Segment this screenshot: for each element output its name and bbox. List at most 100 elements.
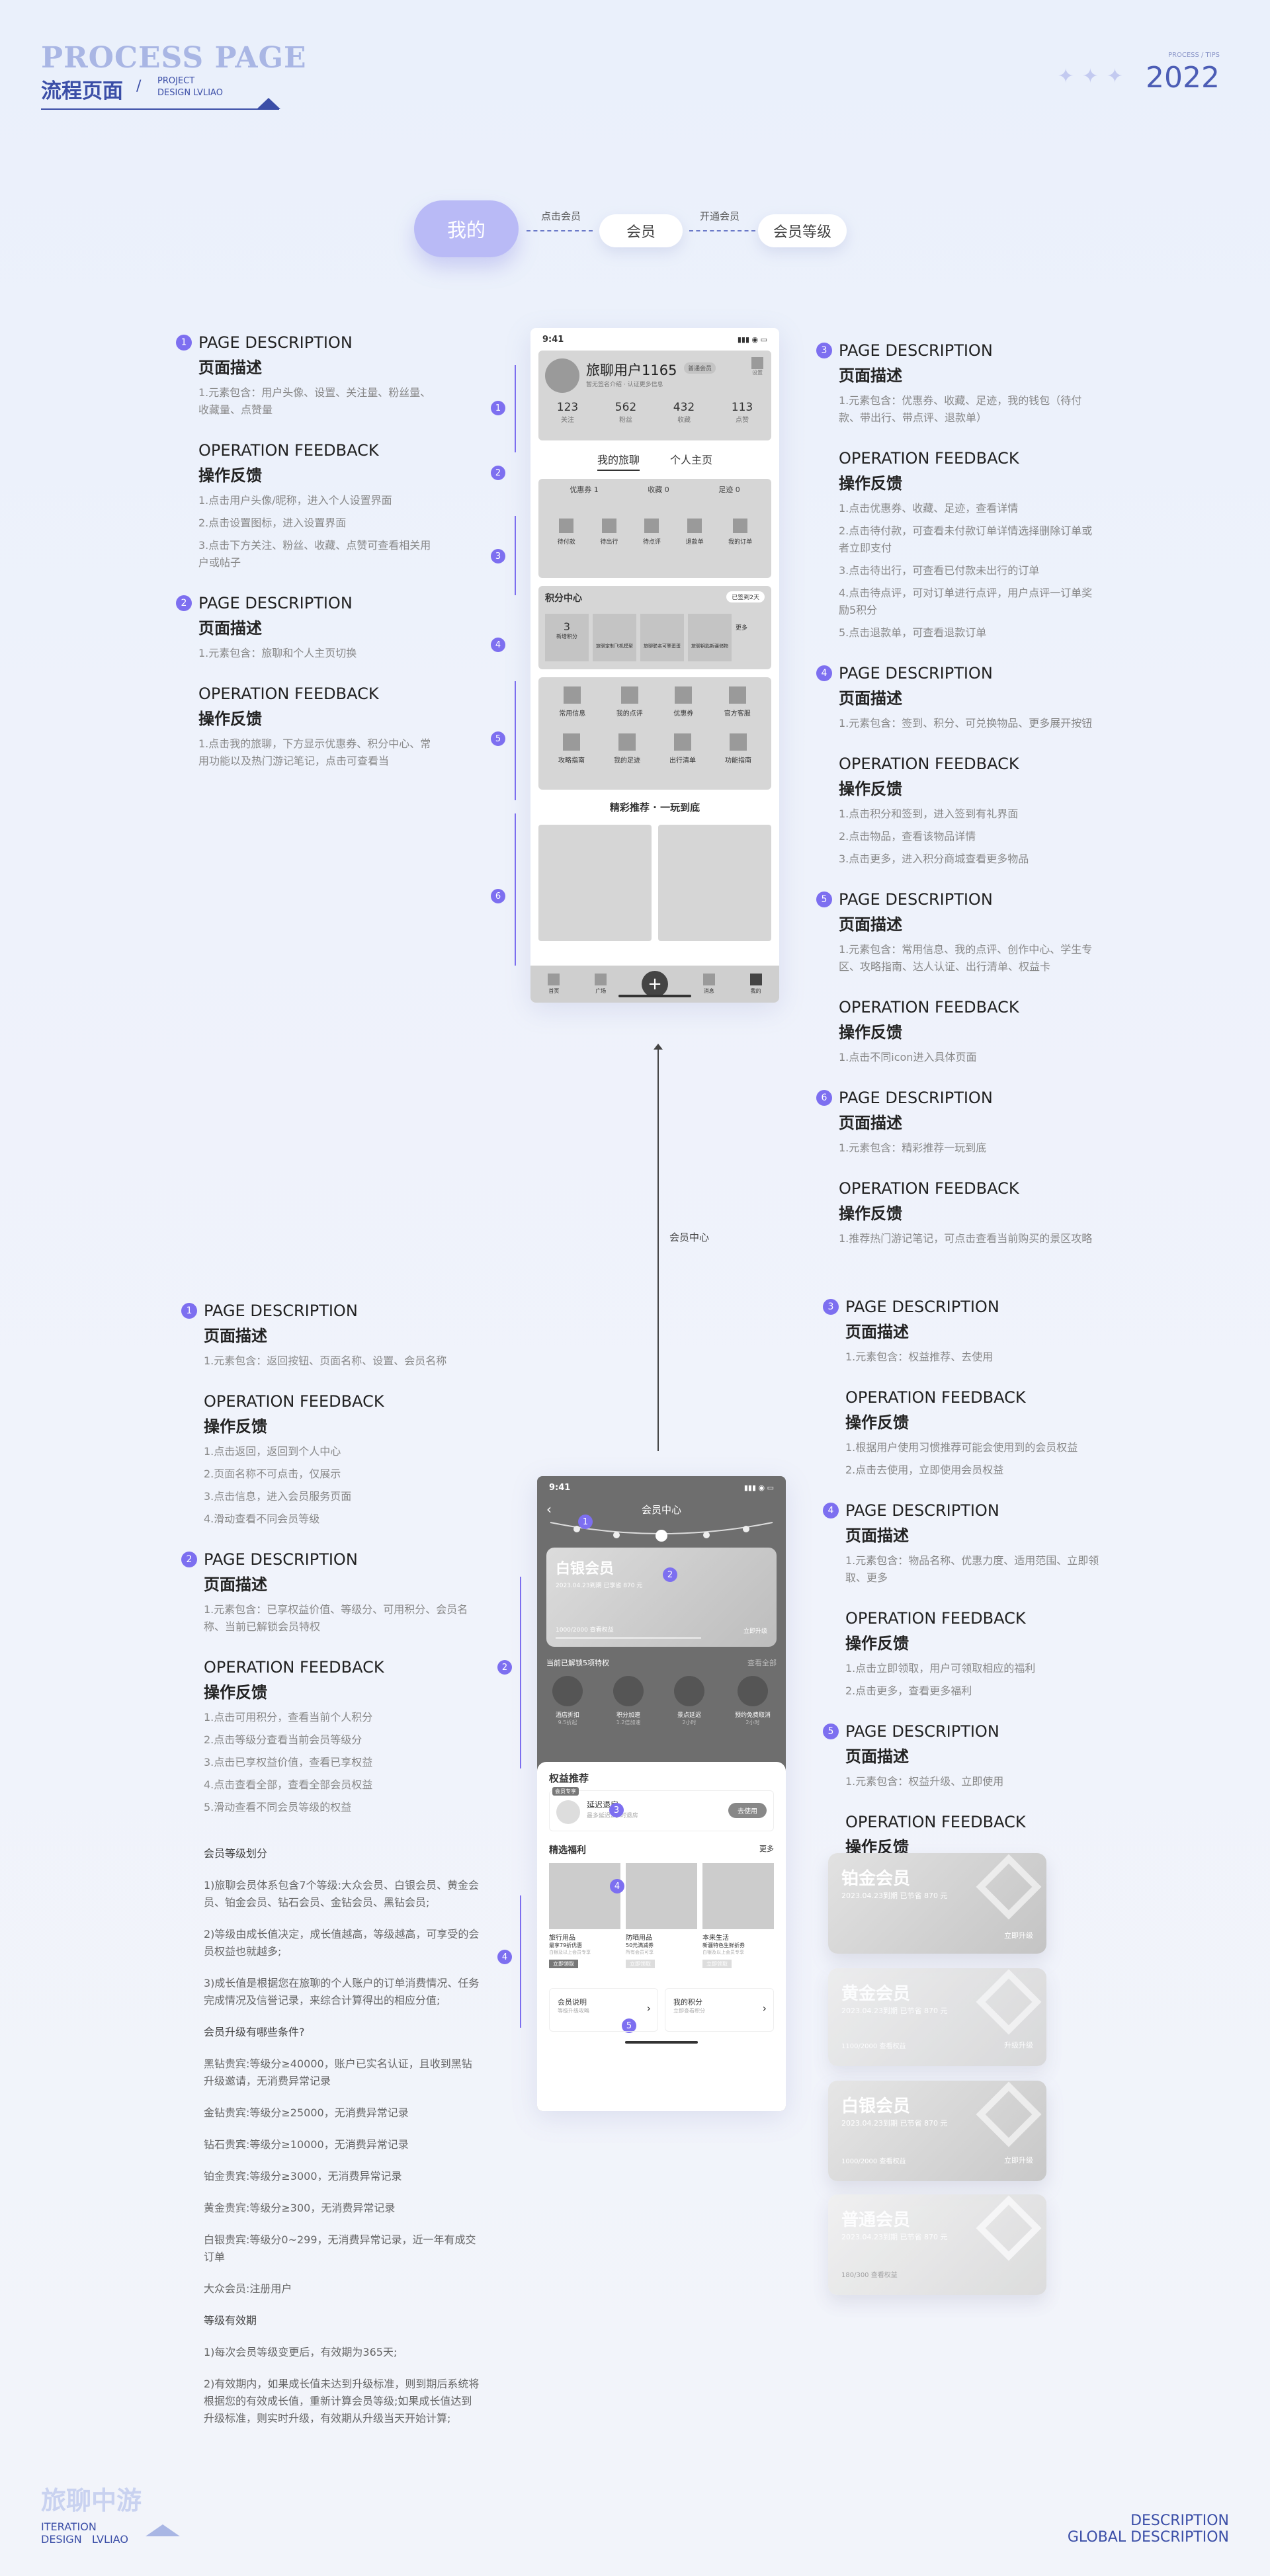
member-guide-entry[interactable]: 会员说明等级升级攻略› [549, 1988, 658, 2032]
recommend-card[interactable] [538, 825, 652, 941]
card-upgrade-button[interactable]: 立即升级 [1004, 1931, 1033, 1940]
welfare-more-link[interactable]: 更多 [759, 1845, 774, 1853]
func-item[interactable]: 优惠券 [673, 686, 693, 718]
username[interactable]: 旅聊用户1165 [586, 362, 677, 378]
card-upgrade-button[interactable]: 立即升级 [1004, 2156, 1033, 2165]
marker-1: 1 [181, 1303, 197, 1319]
phone1-marker-3: 3 [491, 549, 505, 563]
wallet-pending-review[interactable]: 待点评 [643, 519, 661, 546]
marker-3: 3 [816, 343, 832, 358]
desc-heading: PAGE DESCRIPTION [845, 1722, 999, 1741]
coupon-link[interactable]: 优惠券 1 [570, 485, 599, 494]
tabbar-home[interactable]: 首页 [548, 974, 560, 995]
rec-card[interactable]: 会员专享 延迟退房 最多延迟2小时退房 3 去使用 [549, 1787, 774, 1831]
membership-card-normal[interactable]: 普通会员 2023.04.23到期 已节省 870 元 180/300 查看权益 [828, 2194, 1046, 2295]
footprint-link[interactable]: 足迹 0 [718, 485, 740, 494]
func-item[interactable]: 功能指南 [725, 733, 751, 765]
points-more-button[interactable]: 更多 [736, 625, 748, 632]
flow-arrow1-label: 点击会员 [541, 210, 581, 222]
points-item[interactable]: 旅聊定制飞机模型 [593, 614, 636, 661]
func-item[interactable]: 常用信息 [559, 686, 585, 718]
card-subtitle: 2023.04.23到期 已享省 870 元 [556, 1583, 643, 1589]
feedback-heading: OPERATION FEEDBACK [198, 441, 379, 460]
card-title: 黄金会员 [841, 1984, 911, 2004]
feedback-item: 2.页面名称不可点击，仅展示 [204, 1468, 341, 1480]
rec-icon [556, 1800, 580, 1824]
feedback-heading: OPERATION FEEDBACK [839, 755, 1019, 773]
flow-node-member-level[interactable]: 会员等级 [758, 214, 847, 247]
tab-bar: 首页 广场 + 消息 我的 [530, 966, 779, 1003]
wallet-pending-trip[interactable]: 待出行 [600, 519, 618, 546]
func-item[interactable]: 攻略指南 [558, 733, 585, 765]
desc-item: 1.元素包含：常用信息、我的点评、创作中心、学生专区、攻略指南、达人认证、出行清… [839, 943, 1093, 973]
tab-my-lvliao[interactable]: 我的旅聊 [597, 451, 640, 471]
member-tag[interactable]: 普通会员 [684, 362, 716, 374]
checkin-toggle[interactable]: 已签到2天 [726, 591, 765, 602]
claim-button[interactable]: 立即领取 [626, 1960, 655, 1968]
privilege-title: 积分加速 [616, 1712, 640, 1719]
wallet-orders[interactable]: 我的订单 [728, 519, 752, 546]
recommend-card[interactable] [658, 825, 771, 941]
wallet-refund[interactable]: 退款单 [686, 519, 704, 546]
level-slider[interactable]: 1 [537, 1515, 786, 1545]
upgrade-button[interactable]: 立即升级 [743, 1628, 767, 1635]
func-item[interactable]: 出行清单 [669, 733, 696, 765]
tabbar-square[interactable]: 广场 [595, 974, 607, 995]
stat-value: 432 [673, 401, 695, 414]
card-emblem-icon [976, 2195, 1042, 2261]
claim-button[interactable]: 立即领取 [702, 1960, 732, 1968]
wallet-pending-pay[interactable]: 待付款 [558, 519, 575, 546]
membership-card-platinum[interactable]: 铂金会员 2023.04.23到期 已节省 870 元 立即升级 [828, 1853, 1046, 1954]
card-upgrade-button[interactable]: 升级升级 [1004, 2041, 1033, 2050]
func-icon [564, 686, 581, 704]
favorites-link[interactable]: 收藏 0 [648, 485, 669, 494]
welfare-item[interactable]: 旅行用品最享79折优惠白银及以上会员专享立即领取 [549, 1863, 620, 1968]
view-all-link[interactable]: 查看全部 [747, 1659, 777, 1667]
points-item[interactable]: 旅聊联名可擎蛋蛋 [640, 614, 684, 661]
func-item[interactable]: 我的足迹 [614, 733, 640, 765]
stat-value: 113 [731, 401, 753, 414]
level-arc [550, 1522, 773, 1542]
phone2-marker-1: 1 [578, 1515, 593, 1529]
member-card[interactable]: 白银会员 2023.04.23到期 已享省 870 元 2 1000/2000 … [546, 1548, 777, 1647]
phone2-marker-4b: 4 [610, 1879, 624, 1893]
welfare-item[interactable]: 本来生活新疆特色生鲜折券白银及以上会员专享立即领取 [702, 1863, 774, 1968]
phone2-marker-5: 5 [622, 2018, 636, 2033]
func-item[interactable]: 官方客服 [724, 686, 751, 718]
membership-card-gold[interactable]: 黄金会员 2023.04.23到期 已节省 870 元 1100/2000 查看… [828, 1968, 1046, 2066]
tabbar-message[interactable]: 消息 [702, 974, 715, 995]
membership-card-silver[interactable]: 白银会员 2023.04.23到期 已节省 870 元 1000/2000 查看… [828, 2081, 1046, 2181]
feedback-item: 1.点击积分和签到，进入签到有礼界面 [839, 808, 1019, 820]
rules-heading: 等级有效期 [204, 2314, 257, 2327]
card-progress[interactable]: 1000/2000 查看权益 [556, 1627, 614, 1634]
claim-button[interactable]: 立即领取 [549, 1960, 578, 1968]
tabbar-me[interactable]: 我的 [749, 974, 762, 995]
tabbar-label: 消息 [703, 988, 714, 994]
feedback-heading: OPERATION FEEDBACK [198, 685, 379, 703]
welfare-title: 精选福利 [549, 1845, 586, 1856]
publish-plus-button[interactable]: + [641, 971, 668, 997]
tab-personal-home[interactable]: 个人主页 [670, 454, 713, 466]
flow-node-member[interactable]: 会员 [599, 214, 683, 247]
use-button[interactable]: 去使用 [728, 1803, 767, 1818]
connector-label: 会员中心 [669, 1231, 710, 1243]
back-icon[interactable]: ‹ [546, 1501, 552, 1517]
my-points-entry[interactable]: 我的积分立即查看积分› [665, 1988, 774, 2032]
func-item[interactable]: 我的点评 [616, 686, 643, 718]
flow-node-me[interactable]: 我的 [414, 200, 519, 257]
avatar[interactable] [545, 358, 579, 393]
points-item[interactable]: 旅聊钥匙新疆储物 [688, 614, 732, 661]
func-label: 我的足迹 [614, 757, 640, 765]
settings-button[interactable]: 设置 [751, 357, 763, 376]
